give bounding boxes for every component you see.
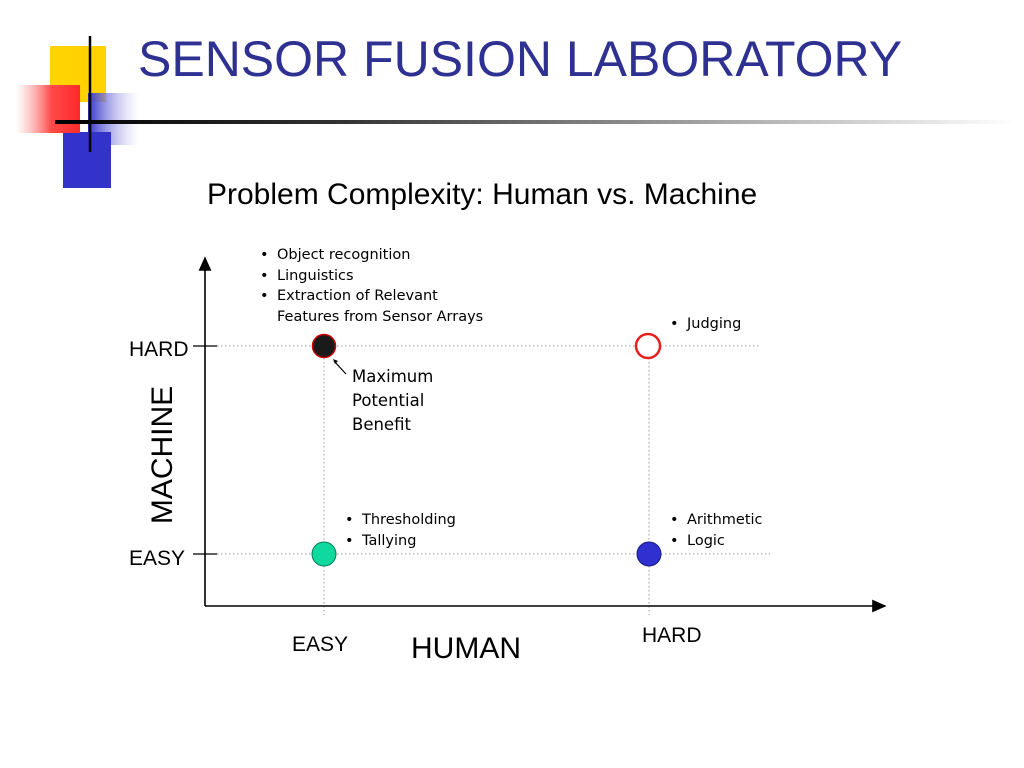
list-item-continuation: Features from Sensor Arrays <box>277 308 484 325</box>
annotation-line: Potential <box>352 391 425 410</box>
list-item: Extraction of Relevant <box>258 286 483 307</box>
marker-human-hard-machine-easy <box>636 541 662 567</box>
slide-title: SENSOR FUSION LABORATORY <box>138 31 903 87</box>
logo-graphic <box>16 36 140 188</box>
annotation-arrow <box>333 360 347 375</box>
logo-blue-square <box>63 132 111 188</box>
slide-logo <box>0 0 140 195</box>
diagram-title: Problem Complexity: Human vs. Machine <box>207 178 758 211</box>
list-item: Object recognition <box>258 245 483 266</box>
list-human-easy-machine-easy: Thresholding Tallying <box>343 510 456 551</box>
list-item: Judging <box>668 314 741 335</box>
list-human-easy-machine-hard: Object recognition Linguistics Extractio… <box>258 245 483 327</box>
x-label-hard: HARD <box>642 624 702 647</box>
y-axis-name: MACHINE <box>146 385 179 525</box>
marker-human-hard-machine-hard <box>634 332 662 360</box>
list-human-hard-machine-hard: Judging <box>668 314 741 335</box>
max-benefit-annotation: Maximum Potential Benefit <box>352 365 433 437</box>
marker-human-easy-machine-easy <box>311 541 337 567</box>
list-item: Tallying <box>343 531 456 552</box>
list-item: Arithmetic <box>668 510 763 531</box>
logo-red-square <box>16 85 80 133</box>
marker-human-easy-machine-hard <box>311 333 337 359</box>
x-label-easy: EASY <box>292 633 349 656</box>
annotation-line: Maximum <box>352 367 434 386</box>
title-underline <box>55 120 1015 124</box>
list-human-hard-machine-easy: Arithmetic Logic <box>668 510 763 551</box>
x-axis-name: HUMAN <box>411 632 521 665</box>
y-label-easy: EASY <box>129 547 186 570</box>
list-item: Linguistics <box>258 266 483 287</box>
list-item: Logic <box>668 531 763 552</box>
list-item: Thresholding <box>343 510 456 531</box>
annotation-line: Benefit <box>352 415 411 434</box>
y-label-hard: HARD <box>129 338 189 361</box>
